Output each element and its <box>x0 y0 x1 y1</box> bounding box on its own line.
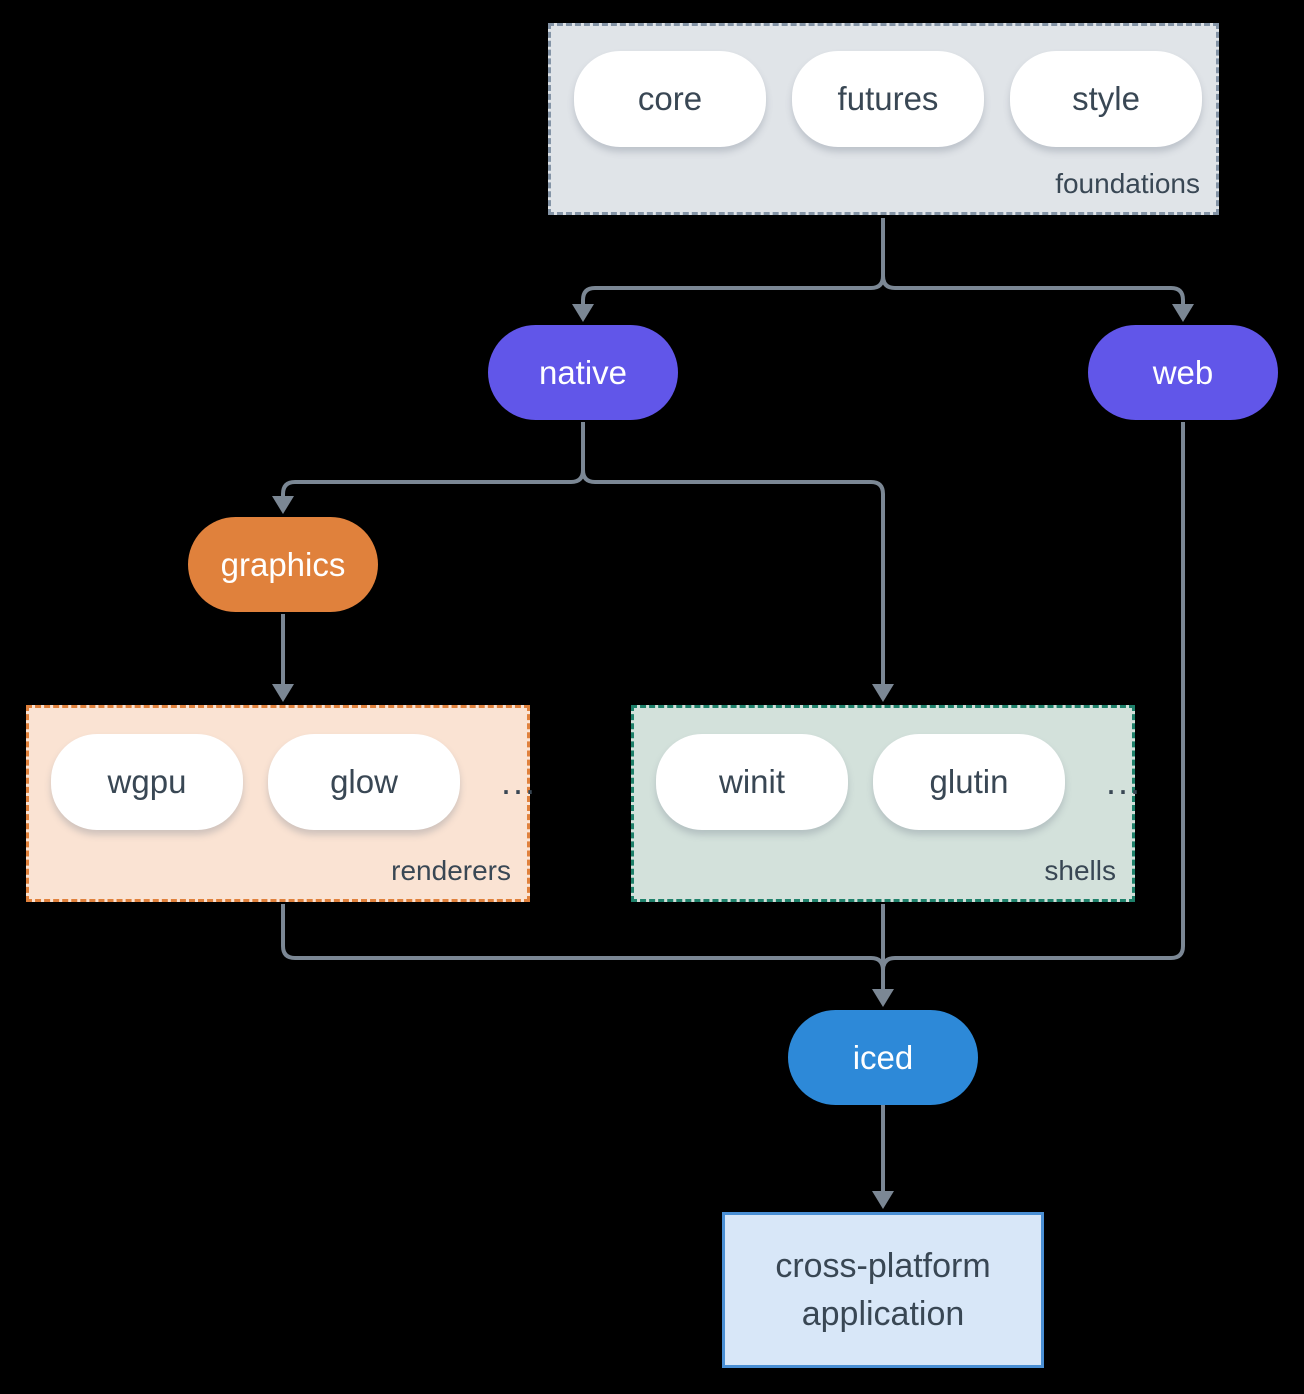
edge-foundations-to-web <box>881 275 1185 306</box>
foundations-pill-row: core futures style <box>551 26 1216 147</box>
shells-group: winit glutin ... shells <box>631 705 1140 902</box>
edge-native-to-graphics <box>281 469 585 498</box>
arrowhead-into-native <box>572 304 594 322</box>
crate-glow: glow <box>268 734 460 830</box>
crate-winit: winit <box>656 734 848 830</box>
crate-futures: futures <box>792 51 984 147</box>
node-iced: iced <box>788 1010 978 1105</box>
arrowhead-into-renderers <box>272 684 294 702</box>
arrowhead-into-web <box>1172 304 1194 322</box>
cross-platform-application-box: cross-platform application <box>722 1212 1044 1368</box>
crate-wgpu: wgpu <box>51 734 243 830</box>
arrowhead-into-iced <box>872 989 894 1007</box>
crate-core: core <box>574 51 766 147</box>
node-web: web <box>1088 325 1278 420</box>
application-label-line2: application <box>801 1295 965 1333</box>
edge-native-to-shells <box>581 469 885 686</box>
foundations-label: foundations <box>1055 168 1200 199</box>
arrowhead-into-application <box>872 1191 894 1209</box>
crate-glutin: glutin <box>873 734 1065 830</box>
arrowhead-into-shells <box>872 684 894 702</box>
renderers-label: renderers <box>391 855 511 886</box>
renderers-ellipsis: ... <box>501 761 538 802</box>
renderers-pill-row: wgpu glow ... <box>29 708 535 830</box>
node-graphics: graphics <box>188 517 378 612</box>
edge-renderers-to-iced <box>281 904 885 976</box>
application-label-line1: cross-platform <box>775 1247 991 1285</box>
shells-pill-row: winit glutin ... <box>634 708 1140 830</box>
foundations-group: core futures style foundations <box>548 23 1219 215</box>
shells-label: shells <box>1044 855 1116 886</box>
crate-style: style <box>1010 51 1202 147</box>
edge-foundations-to-native <box>581 275 885 306</box>
node-native: native <box>488 325 678 420</box>
shells-ellipsis: ... <box>1106 761 1143 802</box>
renderers-group: wgpu glow ... renderers <box>26 705 535 902</box>
arrowhead-into-graphics <box>272 496 294 514</box>
